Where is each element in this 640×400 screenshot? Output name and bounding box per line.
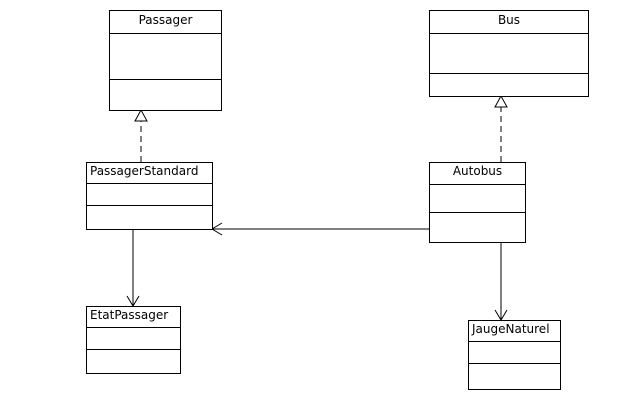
class-attributes — [87, 328, 180, 350]
class-passagerstandard[interactable]: PassagerStandard — [86, 162, 213, 230]
class-name: Autobus — [430, 163, 525, 185]
class-attributes — [469, 342, 560, 364]
class-attributes — [87, 184, 212, 206]
class-passager[interactable]: Passager — [109, 10, 222, 111]
class-jaugenaturel[interactable]: JaugeNaturel — [468, 320, 561, 390]
class-attributes — [110, 34, 221, 80]
class-name: EtatPassager — [87, 307, 180, 328]
class-etatpassager[interactable]: EtatPassager — [86, 306, 181, 374]
realization-arrowhead-bus — [494, 94, 508, 108]
class-name: JaugeNaturel — [469, 321, 560, 342]
class-name: Passager — [110, 11, 221, 34]
class-name: Bus — [430, 11, 588, 34]
class-attributes — [430, 34, 588, 74]
class-name: PassagerStandard — [87, 163, 212, 184]
class-autobus[interactable]: Autobus — [429, 162, 526, 243]
class-bus[interactable]: Bus — [429, 10, 589, 97]
realization-arrowhead-passager — [134, 108, 148, 122]
class-attributes — [430, 185, 525, 213]
